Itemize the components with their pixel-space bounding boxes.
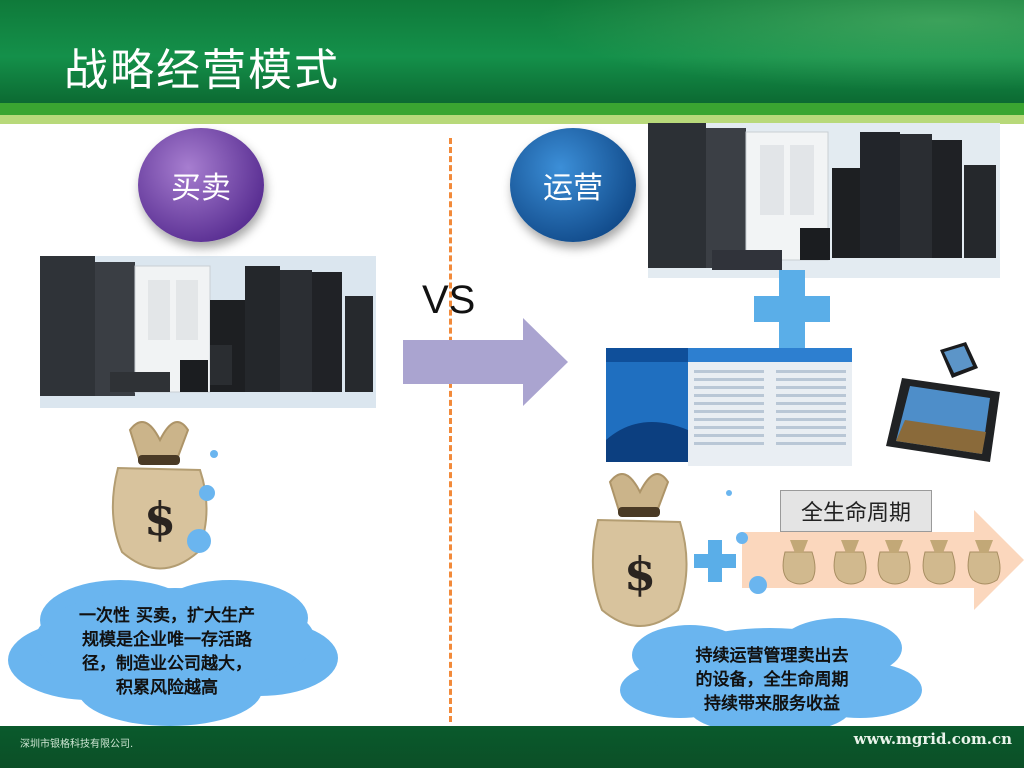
lifecycle-label: 全生命周期 — [780, 490, 932, 532]
money-bag-icon: $ — [111, 421, 208, 570]
small-money-bag-ties — [790, 540, 993, 553]
tablet-device-image — [886, 378, 1000, 462]
footer-bar — [0, 726, 1024, 768]
buy-sell-badge: 买卖 — [138, 128, 264, 242]
money-bag-icon-right: $ — [591, 473, 688, 627]
operation-badge: 运营 — [510, 128, 636, 242]
right-caption-line: 的设备，全生命周期 — [695, 670, 849, 690]
right-caption-line: 持续运营管理卖出去 — [695, 646, 849, 666]
right-caption: 持续运营管理卖出去 的设备，全生命周期 持续带来服务收益 — [672, 644, 872, 716]
slide-title: 战略经营模式 — [64, 45, 340, 96]
thought-cloud-left — [8, 450, 338, 726]
left-caption: 一次性 买卖，扩大生产 规模是企业唯一存活路 径，制造业公司越大， 积累风险越高 — [50, 604, 284, 700]
left-caption-line: 规模是企业唯一存活路 — [82, 630, 252, 650]
footer-company: 深圳市银格科技有限公司. — [20, 739, 134, 750]
header-highlight — [464, 0, 1024, 103]
small-money-bags — [782, 551, 1001, 585]
ups-equipment-image-right — [648, 123, 1000, 278]
plus-icon-small — [694, 540, 736, 582]
vs-label: VS — [422, 278, 476, 322]
mobile-app-screens-image — [606, 348, 852, 466]
ups-equipment-image-left — [40, 256, 376, 408]
left-caption-line: 一次性 买卖，扩大生产 — [79, 606, 255, 626]
header-stripe-light — [0, 115, 1024, 124]
header-stripe — [0, 103, 1024, 115]
comparison-arrow — [403, 318, 568, 406]
left-caption-line: 积累风险越高 — [116, 678, 218, 698]
center-divider — [449, 138, 452, 722]
thought-cloud-right — [620, 490, 922, 734]
footer-website: www.mgrid.com.cn — [853, 730, 1012, 748]
plus-icon — [754, 270, 830, 348]
left-caption-line: 径，制造业公司越大， — [82, 654, 252, 674]
svg-text:$: $ — [624, 547, 656, 601]
phone-device-image — [940, 342, 978, 378]
svg-text:$: $ — [144, 492, 176, 546]
right-caption-line: 持续带来服务收益 — [704, 694, 840, 714]
header-bar — [0, 0, 1024, 103]
